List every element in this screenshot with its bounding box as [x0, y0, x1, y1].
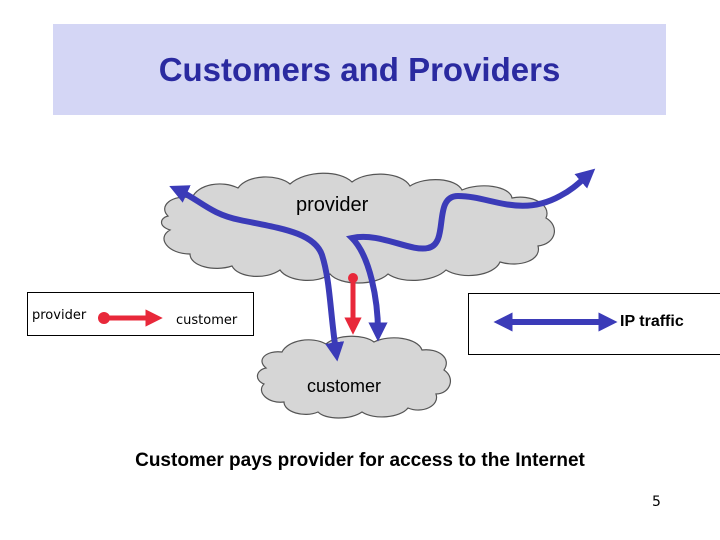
- legend-provider-label: provider: [32, 308, 87, 323]
- ip-traffic-path-left: [169, 185, 345, 362]
- slide-title: Customers and Providers: [158, 51, 561, 88]
- provider-cloud-label: provider: [296, 194, 369, 216]
- relationship-legend: [27, 292, 254, 336]
- provider-customer-link: [344, 273, 362, 335]
- ip-traffic-label: IP traffic: [620, 313, 684, 330]
- customer-cloud-label: customer: [307, 376, 382, 396]
- legend-customer-label: customer: [176, 313, 238, 328]
- title-banner: Customers and Providers: [53, 24, 666, 115]
- page-number: 5: [652, 494, 661, 510]
- slide-caption: Customer pays provider for access to the…: [135, 450, 585, 471]
- ip-traffic-path-right: [345, 168, 596, 342]
